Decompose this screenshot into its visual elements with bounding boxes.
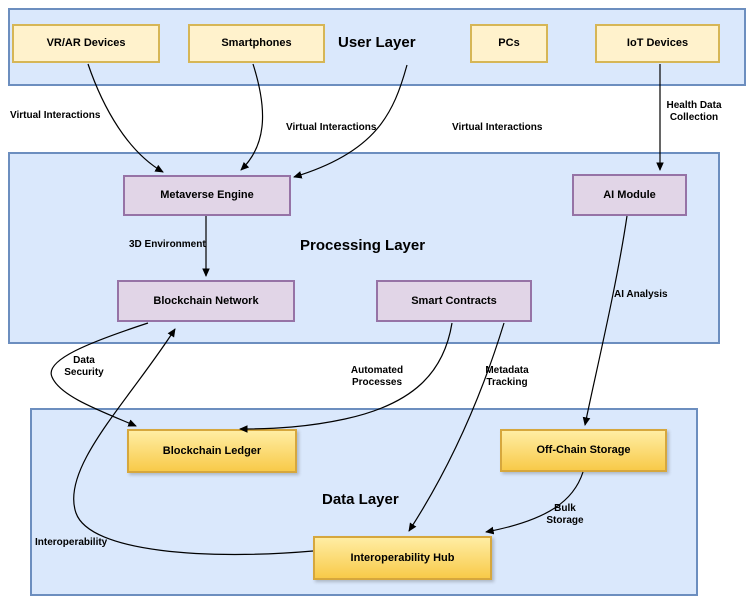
processing-layer-title: Processing Layer (300, 237, 426, 254)
node-metaverse-engine: Metaverse Engine (123, 175, 291, 216)
edge-label-data-security: Data Security (64, 355, 104, 378)
edge-label-3d-environment: 3D Environment (129, 239, 206, 250)
edge-label-interoperability: Interoperability (35, 537, 108, 548)
node-blockchain-ledger: Blockchain Ledger (127, 429, 297, 473)
node-interoperability-hub: Interoperability Hub (313, 536, 492, 580)
edge-label-health-data-collection: Health Data Collection (666, 100, 722, 123)
node-smartphones: Smartphones (188, 24, 325, 63)
node-ai-module: AI Module (572, 174, 687, 216)
data-layer-title: Data Layer (322, 491, 399, 508)
edge-label-automated-processes: Automated Processes (350, 365, 404, 388)
edge-label-virtual-interactions-2: Virtual Interactions (286, 122, 377, 133)
node-smart-contracts: Smart Contracts (376, 280, 532, 322)
node-iot-devices: IoT Devices (595, 24, 720, 63)
node-pcs: PCs (470, 24, 548, 63)
node-off-chain-storage: Off-Chain Storage (500, 429, 667, 472)
edge-label-virtual-interactions-3: Virtual Interactions (452, 122, 543, 133)
node-blockchain-network: Blockchain Network (117, 280, 295, 322)
edge-label-ai-analysis: AI Analysis (614, 289, 668, 300)
user-layer-title: User Layer (338, 34, 416, 51)
node-vr-ar-devices: VR/AR Devices (12, 24, 160, 63)
edge-label-virtual-interactions-1: Virtual Interactions (10, 110, 101, 121)
edge-label-metadata-tracking: Metadata Tracking (485, 365, 529, 388)
edge-label-bulk-storage: Bulk Storage (546, 503, 584, 526)
